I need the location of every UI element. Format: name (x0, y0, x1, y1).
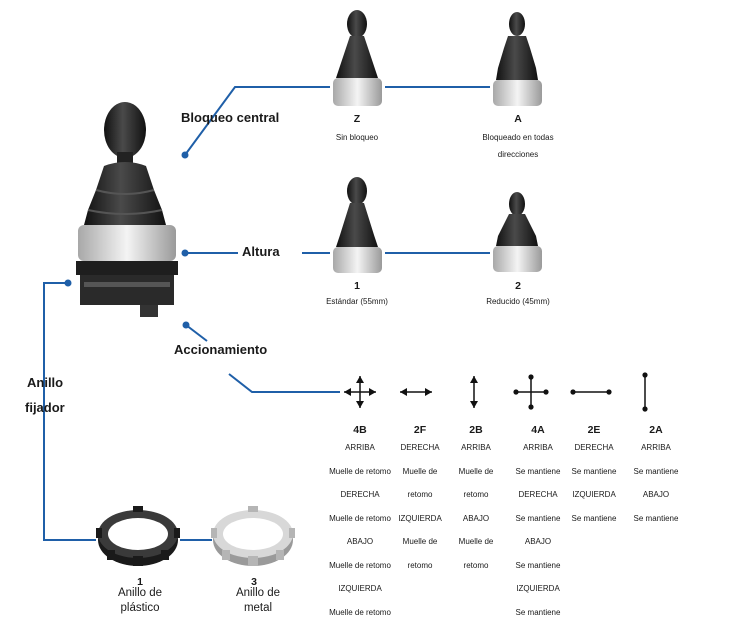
motion-line-2f-0: DERECHA (400, 443, 440, 452)
motion-line-4b-4: ABAJO (346, 537, 374, 546)
motion-line-2e-0: DERECHA (574, 443, 614, 452)
code-2e: 2E (587, 424, 601, 436)
label-bloqueo-central: Bloqueo central (181, 110, 280, 125)
motion-line-4b-6: IZQUIERDA (338, 584, 382, 593)
caption-2: Reducido (45mm) (486, 297, 550, 306)
label-accionamiento: Accionamiento (174, 342, 268, 357)
code-4a: 4A (531, 424, 545, 436)
joystick-z-image (333, 10, 382, 106)
motion-line-2e-2: IZQUIERDA (572, 490, 616, 499)
motion-line-2e-3: Se mantiene (571, 513, 617, 523)
ring-metal-image (211, 506, 295, 566)
joystick-main-image (76, 102, 178, 317)
motion-line-2a-0: ARRIBA (641, 443, 671, 452)
code-ring-1: 1 (137, 576, 143, 588)
code-2f: 2F (413, 424, 427, 436)
motion-line-4b-7: Muelle de retomo (329, 607, 391, 617)
motion-line-4b-0: ARRIBA (345, 443, 375, 452)
joystick-1-image (333, 177, 382, 273)
motion-line-2b-3: ABAJO (462, 513, 490, 523)
caption-z: Sin bloqueo (335, 133, 379, 142)
motion-line-2a-1: Se mantiene (633, 466, 679, 476)
motion-line-4b-2: DERECHA (340, 490, 380, 499)
ring-3-line1: Anillo de (235, 587, 281, 599)
motion-line-2b-1: Muelle de (458, 466, 494, 476)
motion-line-2f-1: Muelle de (402, 466, 438, 476)
motion-line-2b-4: Muelle de (458, 537, 494, 546)
motion-line-4a-0: ARRIBA (523, 443, 553, 452)
cross-4-dots-icon (513, 374, 549, 410)
motion-line-4a-1: Se mantiene (515, 466, 561, 476)
joystick-2-image (493, 192, 542, 272)
motion-line-2a-2: ABAJO (642, 490, 670, 499)
ring-plastic-image (96, 506, 180, 566)
motion-line-2f-3: IZQUIERDA (398, 513, 442, 523)
motion-line-4b-3: Muelle de retomo (329, 513, 391, 523)
cross-4-arrows-icon (344, 376, 376, 408)
motion-line-4a-4: ABAJO (524, 537, 552, 546)
horizontal-2-dots-icon (570, 389, 612, 395)
label-anillo: Anillo (27, 375, 64, 390)
ring-1-line1: Anillo de (117, 587, 163, 599)
motion-line-4b-1: Muelle de retomo (329, 466, 391, 476)
motion-line-2e-1: Se mantiene (571, 466, 617, 476)
motion-line-4a-6: IZQUIERDA (516, 584, 560, 593)
code-2b: 2B (469, 424, 483, 436)
motion-line-4a-2: DERECHA (518, 490, 558, 499)
motion-line-2b-2: retomo (463, 490, 489, 499)
horizontal-2-arrows-icon (400, 388, 432, 396)
motion-line-4b-5: Muelle de retomo (329, 560, 391, 570)
motion-line-2f-5: retomo (407, 560, 433, 570)
vertical-2-dots-icon (642, 372, 648, 412)
caption-a-line2: direcciones (497, 150, 539, 159)
code-a: A (514, 113, 522, 125)
label-fijador: fijador (25, 400, 65, 415)
motion-line-4a-7: Se mantiene (515, 607, 561, 617)
code-2a: 2A (649, 424, 663, 436)
motion-line-2f-2: retomo (407, 490, 433, 499)
motion-line-2a-3: Se mantiene (633, 513, 679, 523)
vertical-2-arrows-icon (470, 376, 478, 408)
motion-line-4a-5: Se mantiene (515, 560, 561, 570)
code-1: 1 (354, 280, 360, 292)
code-4b: 4B (353, 424, 367, 436)
caption-1: Estándar (55mm) (326, 297, 388, 306)
motion-line-2f-4: Muelle de (402, 537, 438, 546)
motion-line-4a-3: Se mantiene (515, 513, 561, 523)
joystick-a-image (493, 12, 542, 106)
caption-a-line1: Bloqueado en todas (482, 133, 554, 142)
motion-line-2b-5: retomo (463, 560, 489, 570)
code-ring-3: 3 (251, 576, 257, 588)
label-altura: Altura (242, 244, 280, 259)
ring-1-line2: plástico (120, 602, 160, 614)
code-2: 2 (515, 280, 521, 292)
code-z: Z (353, 113, 361, 125)
motion-line-2b-0: ARRIBA (461, 443, 491, 452)
ring-3-line2: metal (243, 602, 273, 614)
